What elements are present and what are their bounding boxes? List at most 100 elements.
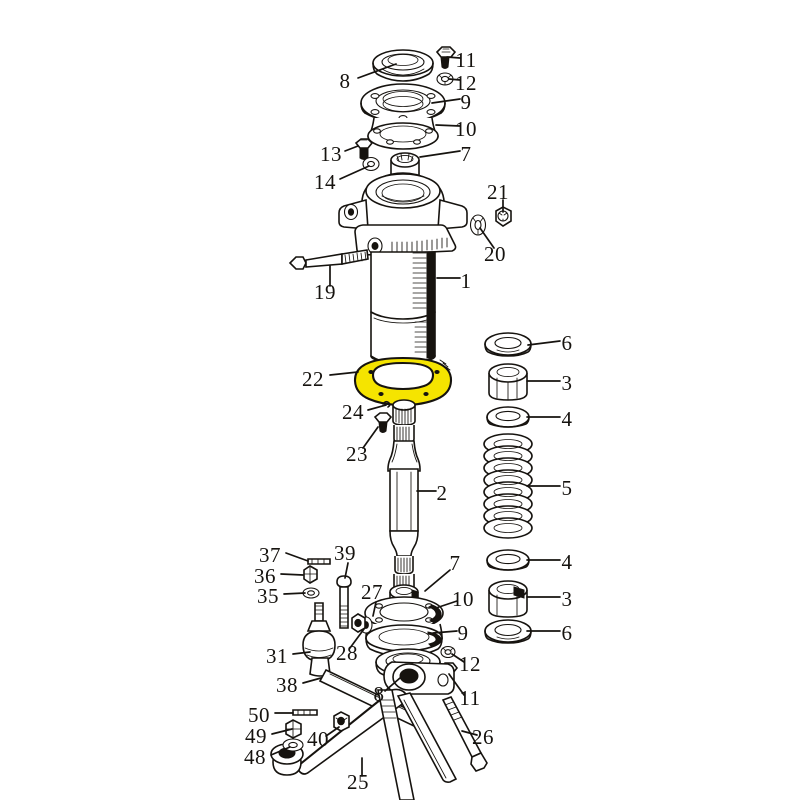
callout-number-3: 3 bbox=[562, 371, 573, 395]
leader-line-13 bbox=[344, 145, 359, 152]
callout-number-40: 40 bbox=[307, 727, 329, 751]
leader-line-11 bbox=[446, 56, 461, 59]
part-19-long-bolt bbox=[288, 249, 369, 270]
leader-line-28 bbox=[349, 628, 365, 649]
leader-line-22 bbox=[329, 371, 359, 376]
leader-line-24 bbox=[367, 404, 387, 411]
part-4-washer-top bbox=[486, 406, 530, 428]
leader-line-49 bbox=[271, 728, 293, 735]
callout-number-7: 7 bbox=[461, 142, 472, 166]
leader-line-8 bbox=[384, 677, 401, 692]
leader-line-7 bbox=[419, 150, 461, 158]
callout-number-49: 49 bbox=[245, 724, 267, 748]
part-8-oil-seal-top bbox=[372, 49, 434, 82]
part-3-nut-bottom bbox=[488, 580, 528, 618]
leader-line-10 bbox=[435, 124, 461, 127]
callout-number-6: 6 bbox=[562, 621, 573, 645]
callout-number-12: 12 bbox=[459, 652, 481, 676]
callout-number-48: 48 bbox=[244, 745, 266, 769]
callout-number-24: 24 bbox=[342, 400, 364, 424]
leader-line-7 bbox=[424, 569, 451, 592]
callout-number-21: 21 bbox=[487, 180, 509, 204]
part-14-washer bbox=[362, 156, 380, 172]
leader-line-6 bbox=[527, 340, 561, 346]
callout-number-2: 2 bbox=[437, 481, 448, 505]
leader-line-10 bbox=[435, 600, 458, 609]
leader-lines bbox=[270, 56, 561, 777]
callout-number-37: 37 bbox=[259, 543, 281, 567]
callout-number-13: 13 bbox=[320, 142, 342, 166]
callout-number-19: 19 bbox=[314, 280, 336, 304]
callout-number-12: 12 bbox=[455, 71, 477, 95]
leader-line-48 bbox=[270, 746, 291, 756]
callout-number-28: 28 bbox=[336, 641, 358, 665]
part-11-set-screw-top bbox=[435, 46, 457, 69]
part-50-split-pin bbox=[292, 709, 318, 716]
leader-line-14 bbox=[339, 165, 370, 180]
callout-number-5: 5 bbox=[562, 476, 573, 500]
part-5-spring bbox=[483, 433, 533, 539]
part-24-lock-washer bbox=[382, 400, 391, 408]
part-28-nut bbox=[351, 613, 366, 633]
callout-number-39: 39 bbox=[334, 541, 356, 565]
part-2-vertical-link bbox=[387, 399, 421, 593]
callout-number-20: 20 bbox=[484, 242, 506, 266]
callout-number-25: 25 bbox=[347, 770, 369, 794]
callout-number-35: 35 bbox=[257, 584, 279, 608]
callout-number-11: 11 bbox=[459, 686, 480, 710]
part-12-lock-washer-bottom bbox=[440, 645, 456, 659]
callout-number-1: 1 bbox=[461, 269, 472, 293]
callout-number-7: 7 bbox=[450, 551, 461, 575]
part-22-swivel-pin-housing-gasket bbox=[353, 356, 453, 407]
callout-number-31: 31 bbox=[266, 644, 288, 668]
callout-number-3: 3 bbox=[562, 587, 573, 611]
part-6-thrust-washer-bottom bbox=[484, 619, 532, 644]
leader-line-9 bbox=[432, 630, 458, 634]
callout-number-4: 4 bbox=[562, 407, 573, 431]
callout-number-50: 50 bbox=[248, 703, 270, 727]
callout-number-11: 11 bbox=[455, 48, 476, 72]
leader-line-37 bbox=[285, 552, 309, 562]
leader-line-31 bbox=[292, 651, 311, 655]
part-23-screw bbox=[373, 412, 393, 433]
callout-number-10: 10 bbox=[455, 117, 477, 141]
part-40-nut bbox=[333, 711, 350, 732]
part-36-castle-nut bbox=[303, 565, 318, 584]
callout-number-27: 27 bbox=[361, 580, 383, 604]
leader-line-38 bbox=[302, 677, 322, 684]
part-9-bearing-cap-bottom bbox=[365, 623, 443, 657]
part-39-bolt bbox=[336, 575, 352, 629]
part-10-trunnion-bearing-bottom bbox=[364, 596, 444, 630]
callout-number-6: 6 bbox=[562, 331, 573, 355]
callout-number-22: 22 bbox=[302, 367, 324, 391]
callout-number-4: 4 bbox=[562, 550, 573, 574]
part-4-washer-bottom bbox=[486, 549, 530, 571]
part-12-lock-washer-top bbox=[436, 72, 454, 86]
leader-line-11 bbox=[448, 673, 465, 696]
callout-number-8: 8 bbox=[374, 682, 385, 706]
callout-number-23: 23 bbox=[346, 442, 368, 466]
callout-number-9: 9 bbox=[461, 90, 472, 114]
callout-number-26: 26 bbox=[472, 725, 494, 749]
part-37-split-pin bbox=[307, 558, 331, 565]
callout-number-36: 36 bbox=[254, 564, 276, 588]
part-1-swivel-pin-housing bbox=[338, 172, 468, 365]
callout-number-10: 10 bbox=[452, 587, 474, 611]
callout-number-9: 9 bbox=[458, 621, 469, 645]
leader-line-12 bbox=[448, 78, 461, 81]
callout-number-14: 14 bbox=[314, 170, 336, 194]
part-31-ball-joint bbox=[302, 602, 336, 677]
leader-line-23 bbox=[362, 426, 379, 449]
leader-line-35 bbox=[283, 592, 306, 595]
callout-number-8: 8 bbox=[340, 69, 351, 93]
leader-line-20 bbox=[479, 227, 495, 249]
leader-line-40 bbox=[325, 726, 340, 737]
part-25-suspension-arm bbox=[270, 661, 458, 800]
leader-line-12 bbox=[451, 653, 465, 663]
part-10-trunnion-bearing-top bbox=[367, 117, 439, 150]
leader-line-8 bbox=[357, 63, 397, 79]
leader-line-27 bbox=[372, 601, 377, 617]
